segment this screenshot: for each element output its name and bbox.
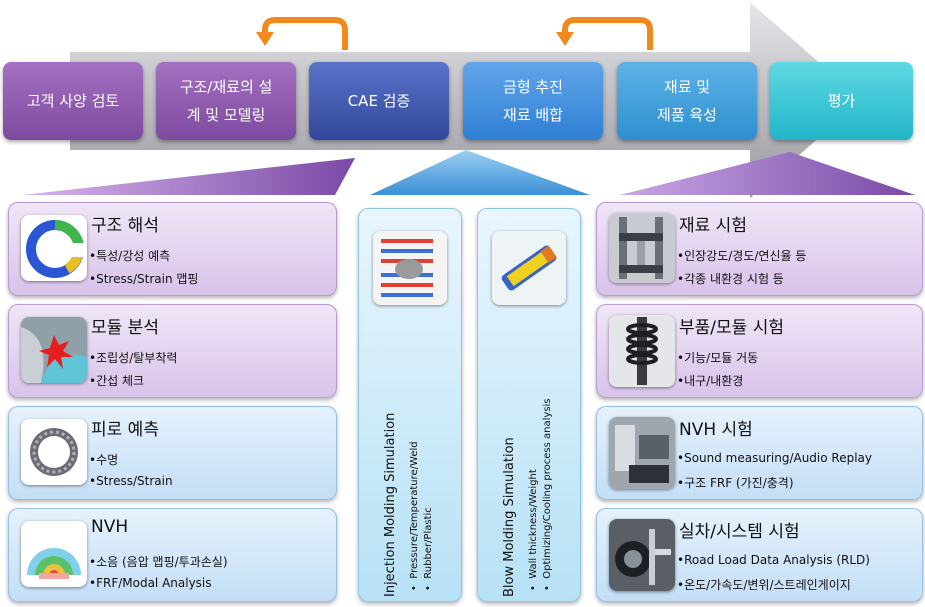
stage-design-modeling: 구조/재료의 설 계 및 모델링 [156,62,296,140]
shock-absorber-icon [609,315,675,387]
stage-material-product: 재료 및 제품 육성 [617,62,757,140]
interference-icon [21,317,87,383]
fea-model-icon [21,215,87,281]
right-connector [620,152,915,195]
card-structural-analysis: 구조 해석 •특성/강성 예측 •Stress/Strain 맵핑 [8,202,337,296]
stage-evaluation: 평가 [770,62,913,140]
column-blow-molding: Blow Molding Simulation • Wall thickness… [477,208,581,602]
stage-mold-compound: 금형 추진 재료 배합 [463,62,603,140]
card-vehicle-test: 실차/시스템 시험 •Road Load Data Analysis (RLD)… [596,508,923,602]
card-nvh: NVH •소음 (음압 맵핑/투과손실) •FRF/Modal Analysis [8,508,337,602]
nvh-rig-icon [609,417,675,489]
stage-cae-validation: CAE 검증 [309,62,449,140]
vehicle-test-icon [609,519,675,591]
noise-map-icon [21,521,87,587]
card-material-test: 재료 시험 •인장강도/경도/연신율 등 •각종 내환경 시험 등 [596,202,923,296]
card-fatigue-prediction: 피로 예측 •수명 •Stress/Strain [8,406,337,500]
card-module-analysis: 모듈 분석 •조립성/탈부착력 •간섭 체크 [8,304,337,398]
blow-mold-icon [492,231,566,305]
bearing-ring-icon [21,419,87,485]
injection-mold-icon [373,231,447,305]
card-component-test: 부품/모듈 시험 •기능/모듈 거동 •내구/내환경 [596,304,923,398]
tensile-tester-icon [609,213,675,283]
left-connector [22,158,355,195]
card-nvh-test: NVH 시험 •Sound measuring/Audio Replay •구조… [596,406,923,500]
stage-customer-spec: 고객 사양 검토 [3,62,143,140]
column-injection-molding: Injection Molding Simulation • Pressure/… [358,208,462,602]
center-connector [370,150,590,195]
